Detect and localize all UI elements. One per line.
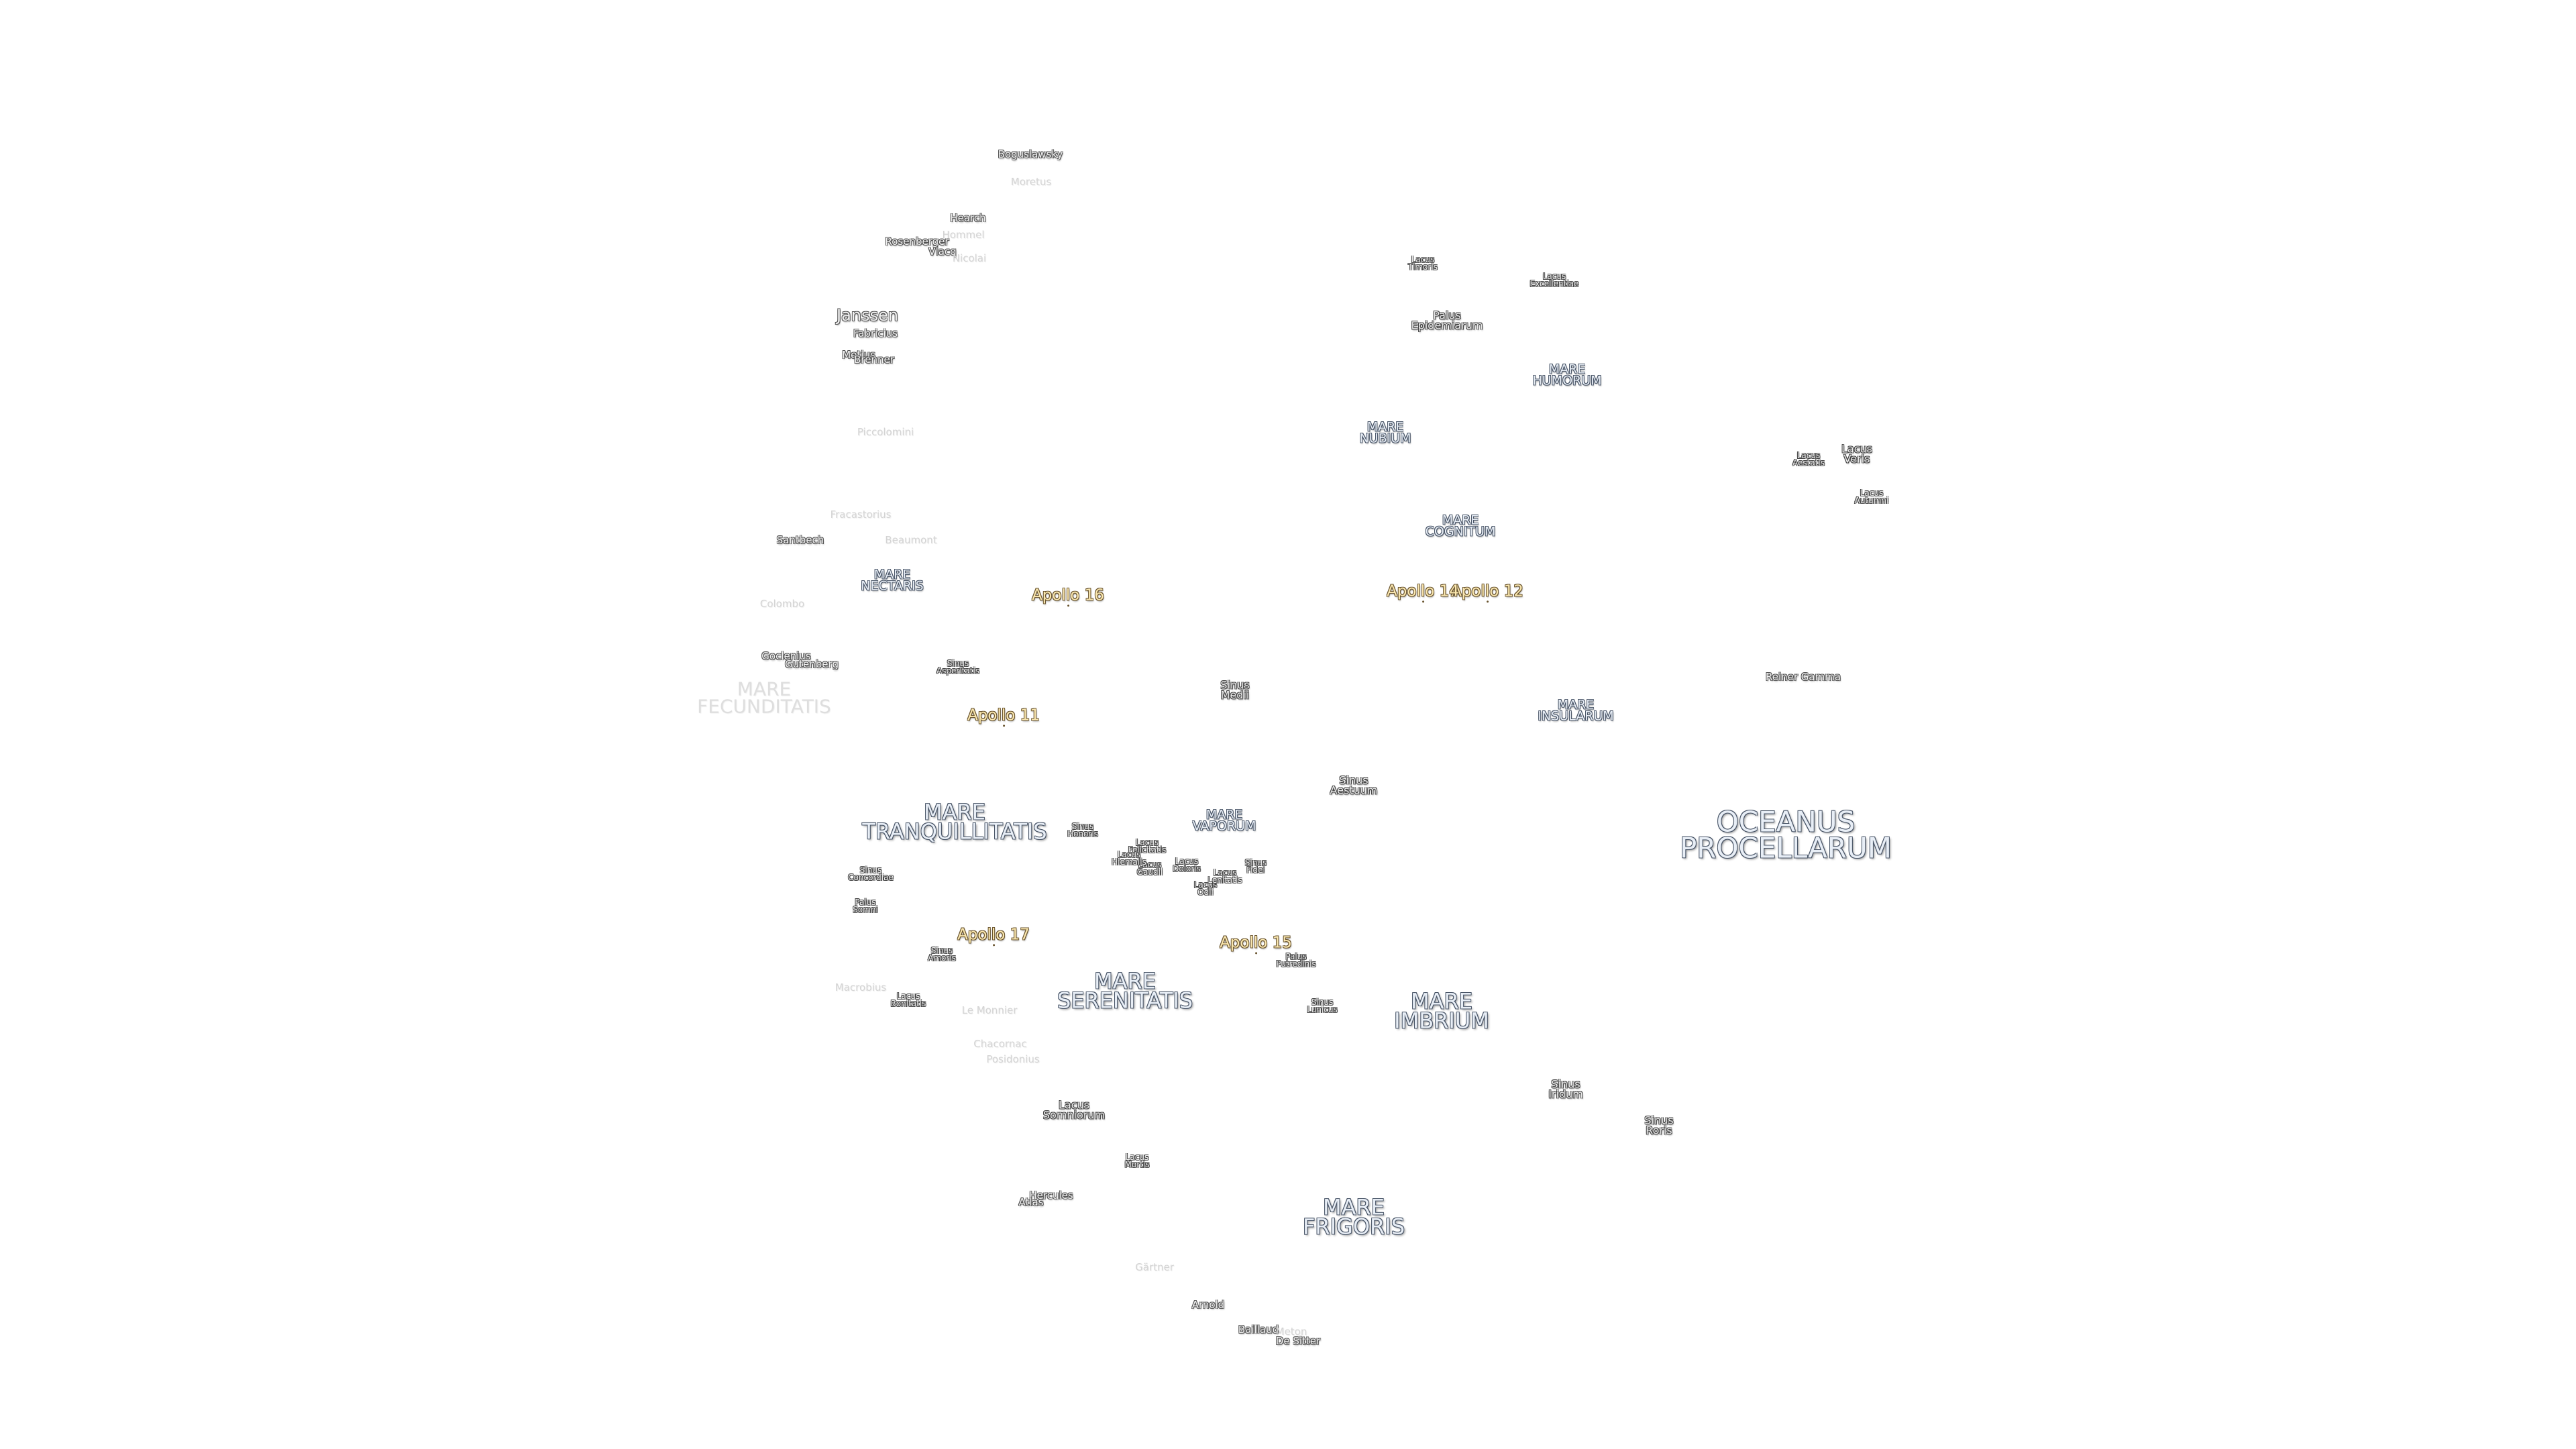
sinus-aestuum-label[interactable]: Sinus Aestuum — [1330, 773, 1378, 796]
apollo-16-text: Apollo 16 — [1032, 586, 1104, 604]
crater-piccolomini-label[interactable]: Piccolomini — [857, 426, 914, 439]
crater-santbech-label[interactable]: Santbech — [776, 534, 824, 547]
palus-somni-label[interactable]: Palus Somni — [853, 897, 878, 914]
palus-epidemiarum-label[interactable]: Palus Epidemiarum — [1411, 309, 1483, 331]
crater-hommel-label[interactable]: Hommel — [942, 229, 985, 241]
mare-insularum-label[interactable]: MARE INSULARUM — [1538, 697, 1614, 724]
crater-meton-label[interactable]: Meton — [1275, 1326, 1307, 1338]
crater-de-sitter-label[interactable]: De Sitter — [1275, 1335, 1321, 1348]
sinus-asperitatis-label[interactable]: Sinus Asperitatis — [936, 658, 980, 676]
lacus-veris-label[interactable]: Lacus Veris — [1841, 442, 1872, 465]
mare-nubium-label[interactable]: MARE NUBIUM — [1359, 419, 1411, 446]
crater-colombo-label[interactable]: Colombo — [759, 598, 805, 610]
sinus-concordiae-label[interactable]: Sinus Concordiae — [848, 865, 894, 882]
apollo-15-text: Apollo 15 — [1220, 934, 1292, 952]
crater-fracastorius-label[interactable]: Fracastorius — [830, 508, 892, 521]
crater-macrobius-label[interactable]: Macrobius — [835, 981, 887, 994]
apollo-14-text: Apollo 14 — [1387, 582, 1459, 600]
mare-nectaris-label[interactable]: MARE NECTARIS — [861, 567, 924, 594]
crater-gartner-label[interactable]: Gärtner — [1135, 1261, 1174, 1274]
sinus-roris-label[interactable]: Sinus Roris — [1644, 1114, 1674, 1136]
crater-gutenberg-label[interactable]: Gutenberg — [785, 658, 839, 671]
apollo-17-text: Apollo 17 — [957, 926, 1030, 944]
lacus-somniorum-label[interactable]: Lacus Somniorum — [1042, 1098, 1106, 1121]
crater-arnold-label[interactable]: Arnold — [1191, 1299, 1225, 1311]
crater-hearch-label[interactable]: Hearch — [950, 212, 986, 225]
lacus-doloris-label[interactable]: Lacus Doloris — [1173, 856, 1201, 873]
crater-janssen-label[interactable]: Janssen — [837, 305, 898, 325]
apollo-16-marker — [1067, 604, 1069, 607]
crater-atlas-label[interactable]: Atlas — [1018, 1196, 1044, 1209]
apollo-15-marker — [1255, 952, 1257, 955]
crater-moretus-label[interactable]: Moretus — [1010, 176, 1052, 189]
lacus-excellentiae-label[interactable]: Lacus Excellentiae — [1529, 271, 1579, 288]
mare-serenitatis-label[interactable]: MARE SERENITATIS — [1057, 968, 1193, 1014]
apollo-12-label[interactable]: Apollo 12 — [1451, 582, 1523, 603]
lacus-odii-label[interactable]: Lacus Odii — [1193, 879, 1218, 897]
mare-frigoris-label[interactable]: MARE FRIGORIS — [1302, 1194, 1405, 1240]
crater-metius-label[interactable]: Metius — [842, 349, 875, 362]
oceanus-procellarum-label[interactable]: OCEANUS PROCELLARUM — [1679, 805, 1892, 864]
crater-goclenius-label[interactable]: Goclenius — [761, 650, 811, 663]
lacus-bonitatis-label[interactable]: Lacus Bonitatis — [890, 991, 926, 1008]
palus-putredinis-label[interactable]: Palus Putredinis — [1276, 951, 1316, 969]
apollo-12-marker — [1487, 600, 1489, 603]
crater-baillaud-label[interactable]: Baillaud — [1238, 1324, 1279, 1336]
apollo-11-text: Apollo 11 — [967, 706, 1040, 724]
crater-le-monnier-label[interactable]: Le Monnier — [961, 1004, 1018, 1017]
mare-cognitum-label[interactable]: MARE COGNITUM — [1425, 513, 1496, 539]
sinus-amoris-label[interactable]: Sinus Amoris — [928, 945, 956, 963]
crater-posidonius-label[interactable]: Posidonius — [986, 1053, 1040, 1066]
reiner-gamma-label[interactable]: Reiner Gamma — [1765, 671, 1841, 684]
crater-rosenberger-label[interactable]: Rosenberger — [885, 235, 949, 248]
sinus-fidei-label[interactable]: Sinus Fidei — [1244, 857, 1267, 875]
sinus-honoris-label[interactable]: Sinus Honoris — [1067, 821, 1098, 839]
sinus-medii-label[interactable]: Sinus Medii — [1220, 678, 1250, 701]
mare-imbrium-label[interactable]: MARE IMBRIUM — [1394, 988, 1489, 1034]
crater-vlacq-label[interactable]: Vlacq — [928, 246, 957, 258]
crater-brenner-label[interactable]: Brenner — [854, 354, 894, 366]
crater-hercules-label[interactable]: Hercules — [1029, 1189, 1073, 1202]
apollo-16-label[interactable]: Apollo 16 — [1032, 586, 1104, 607]
crater-beaumont-label[interactable]: Beaumont — [885, 534, 937, 547]
mare-humorum-label[interactable]: MARE HUMORUM — [1532, 362, 1602, 388]
crater-chacornac-label[interactable]: Chacornac — [973, 1038, 1027, 1051]
mare-fecunditatis-label[interactable]: MARE FECUNDITATIS — [697, 678, 831, 717]
mare-tranquillitatis-label[interactable]: MARE TRANQUILLITATIS — [862, 799, 1047, 845]
mare-vaporum-label[interactable]: MARE VAPORUM — [1192, 807, 1256, 834]
lacus-lenitatis-label[interactable]: Lacus Lenitatis — [1208, 867, 1242, 885]
apollo-17-label[interactable]: Apollo 17 — [957, 926, 1030, 947]
apollo-17-marker — [993, 944, 995, 947]
lacus-autumni-label[interactable]: Lacus Autumni — [1854, 488, 1889, 505]
lacus-timoris-label[interactable]: Lacus Timoris — [1408, 254, 1438, 272]
lacus-hiemalis-label[interactable]: Lacus Hiemalis — [1112, 849, 1146, 867]
lacus-aestatis-label[interactable]: Lacus Aestatis — [1792, 450, 1825, 468]
crater-boguslawsky-label[interactable]: Boguslawsky — [998, 148, 1063, 161]
lacus-felicitatis-label[interactable]: Lacus Felicitatis — [1128, 837, 1167, 855]
crater-fabricius-label[interactable]: Fabricius — [853, 327, 898, 340]
apollo-12-text: Apollo 12 — [1451, 582, 1523, 600]
apollo-14-marker — [1422, 600, 1424, 603]
sinus-iridum-label[interactable]: Sinus Iridum — [1548, 1077, 1583, 1100]
crater-nicolai-label[interactable]: Nicolai — [952, 252, 987, 265]
apollo-11-marker — [1003, 724, 1005, 727]
apollo-15-label[interactable]: Apollo 15 — [1220, 934, 1292, 955]
lacus-gaudii-label[interactable]: Lacus Gaudii — [1136, 859, 1163, 877]
sinus-lunicus-label[interactable]: Sinus Lunicus — [1307, 997, 1338, 1014]
apollo-11-label[interactable]: Apollo 11 — [967, 706, 1040, 727]
lacus-mortis-label[interactable]: Lacus Mortis — [1124, 1152, 1150, 1169]
apollo-14-label[interactable]: Apollo 14 — [1387, 582, 1459, 603]
